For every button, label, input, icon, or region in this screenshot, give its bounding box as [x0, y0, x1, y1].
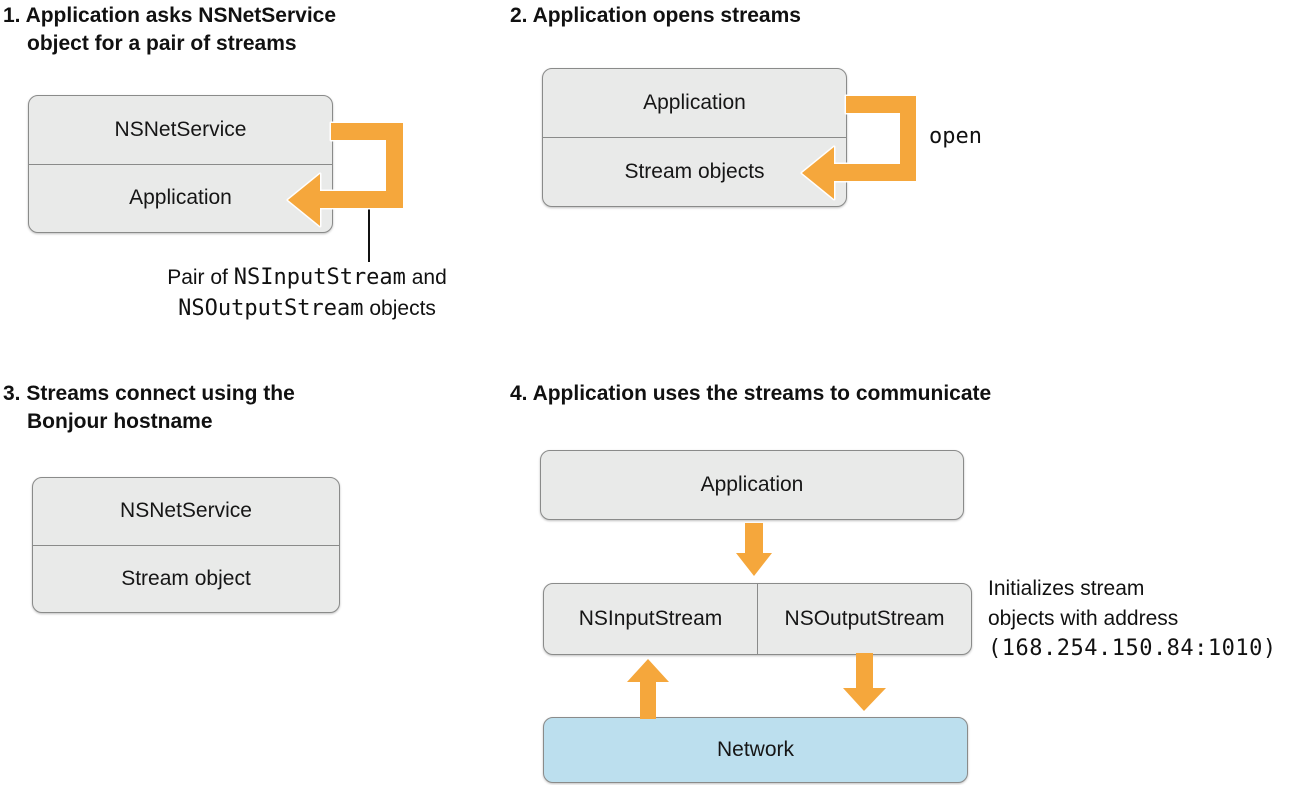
step3-box-nsnetservice: NSNetService	[33, 478, 339, 546]
step4-note-address: (168.254.150.84:1010)	[988, 636, 1277, 661]
step4-nsinputstream-box: NSInputStream	[544, 584, 758, 654]
step4-title: 4. Application uses the streams to commu…	[510, 380, 991, 408]
step4-arrow-up-network-icon	[627, 659, 669, 719]
caption-text: Pair of	[167, 266, 234, 289]
step1-title: 1. Application asks NSNetService object …	[3, 2, 336, 58]
step2-title-line1: 2. Application opens streams	[510, 4, 801, 27]
step1-caption-line2: NSOutputStream objects	[107, 293, 507, 324]
open-label: open	[929, 124, 982, 149]
caption-text: objects	[363, 297, 436, 320]
step1-box: NSNetService Application	[28, 95, 333, 233]
step4-arrow-down-output-icon	[843, 653, 886, 711]
step3-box-stream-object: Stream object	[121, 566, 251, 590]
step4-note-line2: objects with address	[988, 607, 1179, 630]
step3-title-line1: 3. Streams connect using the	[3, 382, 295, 405]
nsoutputstream-code-text: NSOutputStream	[178, 296, 364, 321]
step1-title-line1: 1. Application asks NSNetService	[3, 4, 337, 27]
step1-caption: Pair of NSInputStream and NSOutputStream…	[107, 262, 507, 324]
step2-box: Application Stream objects	[542, 68, 847, 207]
step1-box-nsnetservice: NSNetService	[29, 96, 332, 165]
step1-caption-line1: Pair of NSInputStream and	[107, 262, 507, 293]
step4-streams-box: NSInputStream NSOutputStream	[543, 583, 972, 655]
nsinputstream-code-text: NSInputStream	[233, 265, 406, 290]
step2-box-stream-objects: Stream objects	[624, 160, 765, 183]
step2-box-application: Application	[543, 69, 846, 138]
step2-title: 2. Application opens streams	[510, 2, 801, 30]
step4-title-line1: 4. Application uses the streams to commu…	[510, 382, 992, 405]
step3-title-line2: Bonjour hostname	[27, 410, 213, 433]
step1-caption-connector-line	[368, 204, 370, 262]
step3-title: 3. Streams connect using the Bonjour hos…	[3, 380, 295, 436]
step4-nsoutputstream-box: NSOutputStream	[784, 607, 945, 630]
step4-network-box: Network	[543, 717, 968, 783]
caption-text: and	[405, 266, 447, 289]
step4-application-box: Application	[540, 450, 964, 520]
step1-title-line2: object for a pair of streams	[27, 32, 297, 55]
step4-note-line1: Initializes stream	[988, 577, 1145, 600]
step4-arrow-down-application-icon	[736, 523, 772, 576]
step4-note: Initializes stream objects with address …	[988, 574, 1277, 664]
step3-box: NSNetService Stream object	[32, 477, 340, 613]
step1-box-application: Application	[129, 186, 232, 210]
